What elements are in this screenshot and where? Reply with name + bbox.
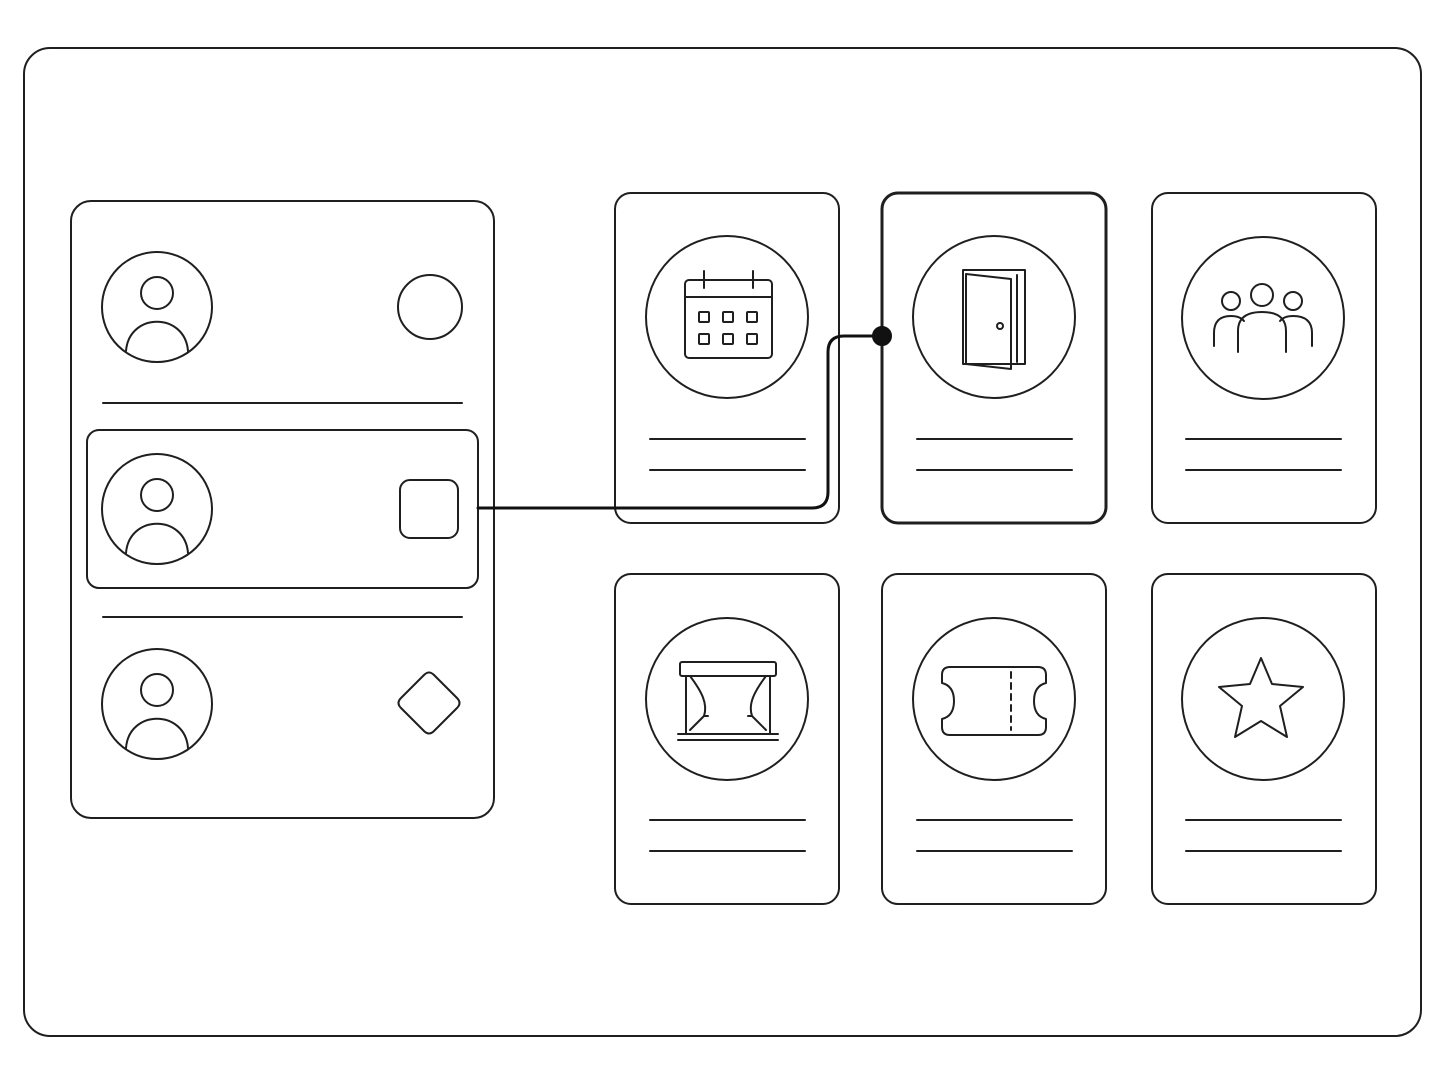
outer-frame bbox=[24, 48, 1421, 1036]
door-icon bbox=[963, 270, 1025, 369]
tile-card bbox=[1152, 193, 1376, 523]
tile-star[interactable] bbox=[1152, 574, 1376, 904]
theater-stage-icon bbox=[678, 662, 778, 740]
user-row-1[interactable] bbox=[102, 252, 462, 362]
user-icon bbox=[102, 649, 212, 759]
tile-card bbox=[615, 193, 839, 523]
ticket-icon bbox=[942, 667, 1046, 735]
tile-icon-circle bbox=[913, 236, 1075, 398]
tile-icon-circle bbox=[646, 618, 808, 780]
user-icon bbox=[102, 454, 212, 564]
group-icon bbox=[1214, 284, 1312, 352]
tile-icon-circle bbox=[1182, 618, 1344, 780]
tile-group[interactable] bbox=[1152, 193, 1376, 523]
calendar-icon bbox=[685, 271, 772, 358]
tile-card bbox=[1152, 574, 1376, 904]
star-icon bbox=[1219, 658, 1303, 737]
user-row-2[interactable] bbox=[87, 430, 478, 588]
connector bbox=[478, 327, 891, 508]
tile-icon-circle bbox=[1182, 237, 1344, 399]
tile-door[interactable] bbox=[882, 193, 1106, 523]
user-icon bbox=[102, 252, 212, 362]
user-list-panel bbox=[71, 201, 494, 818]
tile-ticket[interactable] bbox=[882, 574, 1106, 904]
circle-icon[interactable] bbox=[398, 275, 462, 339]
connector-endpoint-dot bbox=[873, 327, 891, 345]
tile-icon-circle bbox=[913, 618, 1075, 780]
tile-theater-stage[interactable] bbox=[615, 574, 839, 904]
diamond-icon[interactable] bbox=[399, 673, 460, 734]
tile-card bbox=[615, 574, 839, 904]
tile-card-selected bbox=[882, 193, 1106, 523]
tile-icon-circle bbox=[646, 236, 808, 398]
user-list-card bbox=[71, 201, 494, 818]
user-row-3[interactable] bbox=[102, 649, 460, 759]
tile-card bbox=[882, 574, 1106, 904]
tile-calendar[interactable] bbox=[615, 193, 839, 523]
connector-line bbox=[478, 336, 881, 508]
square-icon[interactable] bbox=[400, 480, 458, 538]
selected-row-highlight bbox=[87, 430, 478, 588]
